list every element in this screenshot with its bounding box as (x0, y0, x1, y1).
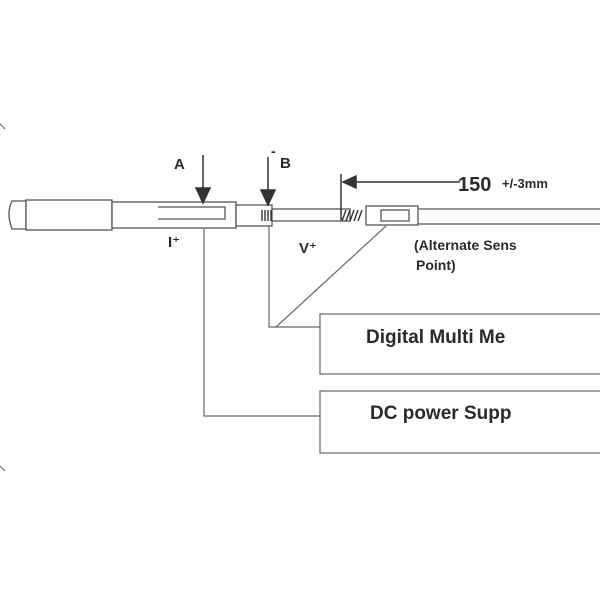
probe-collar (235, 204, 273, 227)
label-v-plus: V⁺ (299, 240, 317, 257)
edge-mark-bottom (0, 465, 6, 472)
knurl-hatch-sense (341, 209, 363, 222)
label-a: A (174, 156, 185, 173)
wiring (203, 225, 387, 417)
wire-i-plus (203, 229, 320, 417)
probe-pin (8, 199, 600, 231)
label-i-plus: I⁺ (168, 234, 180, 251)
dmm-label: Digital Multi Me (366, 327, 505, 348)
alternate-sense-line2: Point) (416, 257, 456, 273)
dmm-box: Digital Multi Me (319, 313, 600, 375)
probe-shank (25, 199, 113, 231)
arrow-a (194, 155, 212, 205)
dc-supply-label: DC power Supp (370, 403, 511, 424)
knurl-hatch-b (261, 210, 272, 221)
dimension-tolerance: +/-3mm (502, 176, 548, 191)
probe-tip (8, 200, 27, 230)
barrel-notch (158, 206, 226, 220)
edge-mark-top (0, 123, 6, 130)
probe-rod (271, 208, 351, 222)
label-b-mark: - (271, 143, 276, 159)
probe-barrel (111, 201, 237, 229)
wire-v-minus (268, 226, 320, 328)
probe-sleeve-inner (380, 209, 410, 222)
label-b: B (280, 155, 291, 172)
dc-supply-box: DC power Supp (319, 390, 600, 454)
wire-sense-diagonal (275, 225, 387, 328)
dimension-value: 150 (458, 174, 491, 196)
dimension-arrow (340, 174, 460, 220)
arrow-b (259, 157, 277, 207)
alternate-sense-line1: (Alternate Sens (414, 237, 517, 253)
